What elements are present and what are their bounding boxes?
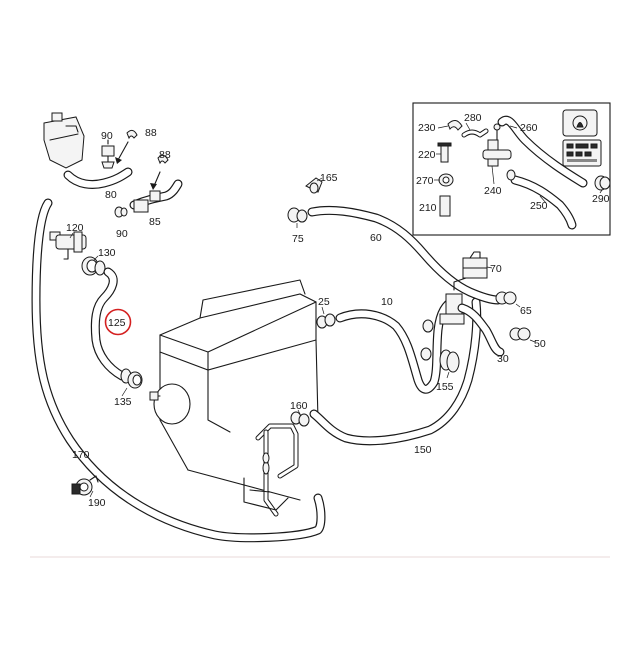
label-25: 25 [318,296,330,308]
label-130: 130 [98,247,116,259]
label-190: 190 [88,497,106,509]
label-60: 60 [370,232,382,244]
hose-125 [90,267,127,381]
hose-85 [129,179,183,213]
label-30: 30 [497,353,509,365]
label-260: 260 [520,122,538,134]
label-290: 290 [592,193,610,205]
label-230: 230 [418,122,436,134]
clamp-65 [495,291,517,305]
clamp-75 [287,207,308,223]
label-250: 250 [530,200,548,212]
label-240: 240 [484,185,502,197]
clamp-90-top [101,139,115,169]
thermostat-housing [439,277,467,325]
label-90-mid: 90 [116,228,128,240]
clamp-135 [120,368,143,389]
hose-80 [63,167,133,189]
label-80: 80 [105,189,117,201]
label-85: 85 [149,216,161,228]
engine-block [149,279,319,501]
label-270: 270 [416,175,434,187]
label-135: 135 [114,396,132,408]
clamp-130 [81,256,106,276]
label-70: 70 [490,263,502,275]
label-165: 165 [320,172,338,184]
clamp-90-mid [114,206,128,218]
clamp-50 [509,327,531,341]
label-210: 210 [419,202,437,214]
auxiliary-heater-inset: 230 280 260 220 270 210 240 250 290 [412,102,611,236]
inset-frame [412,102,611,236]
clamp-mid-10 [420,319,434,361]
clamp-25 [316,313,336,329]
arrow-head-88-top [115,157,122,164]
clamp-88-top [126,129,138,140]
hose-30 [457,303,505,357]
clamp-165 [305,177,323,194]
arrow-head-88-mid [150,183,157,190]
label-50: 50 [534,338,546,350]
heater-control-panel [562,109,602,167]
label-155: 155 [436,381,454,393]
label-120: 120 [66,222,84,234]
label-220: 220 [418,149,436,161]
hose-250 [510,175,577,230]
clamp-160 [290,411,310,427]
label-88-top: 88 [145,127,157,139]
bracket-70 [462,251,488,279]
clamp-290 [594,175,611,191]
clamp-230 [447,120,463,131]
label-125: 125 [108,317,126,329]
part-210 [439,195,451,217]
hose-260 [497,115,588,188]
connector-280 [461,128,489,138]
clamp-155 [439,349,460,373]
valve-220 [437,142,452,163]
clamp-pipe-left [506,169,516,181]
label-10: 10 [381,296,393,308]
label-150: 150 [414,444,432,456]
oil-line-assembly [243,423,299,517]
label-75: 75 [292,233,304,245]
clamp-270 [438,173,454,187]
highlight-circle-125 [104,308,132,336]
label-65: 65 [520,305,532,317]
clamp-88-mid [157,154,169,165]
expansion-tank [43,112,85,169]
arrow-88-top [117,141,129,161]
hose-170 [31,198,326,543]
label-170: 170 [72,449,90,461]
hose-150 [309,297,482,446]
hose-60 [307,205,503,305]
arrow-88-mid [153,171,161,187]
pump-240 [482,123,512,167]
label-280: 280 [464,112,482,124]
hose-10 [335,295,459,394]
clamp-190 [71,475,99,496]
valve-120 [49,231,87,260]
label-88-mid: 88 [159,149,171,161]
label-160: 160 [290,400,308,412]
label-90-top: 90 [101,130,113,142]
